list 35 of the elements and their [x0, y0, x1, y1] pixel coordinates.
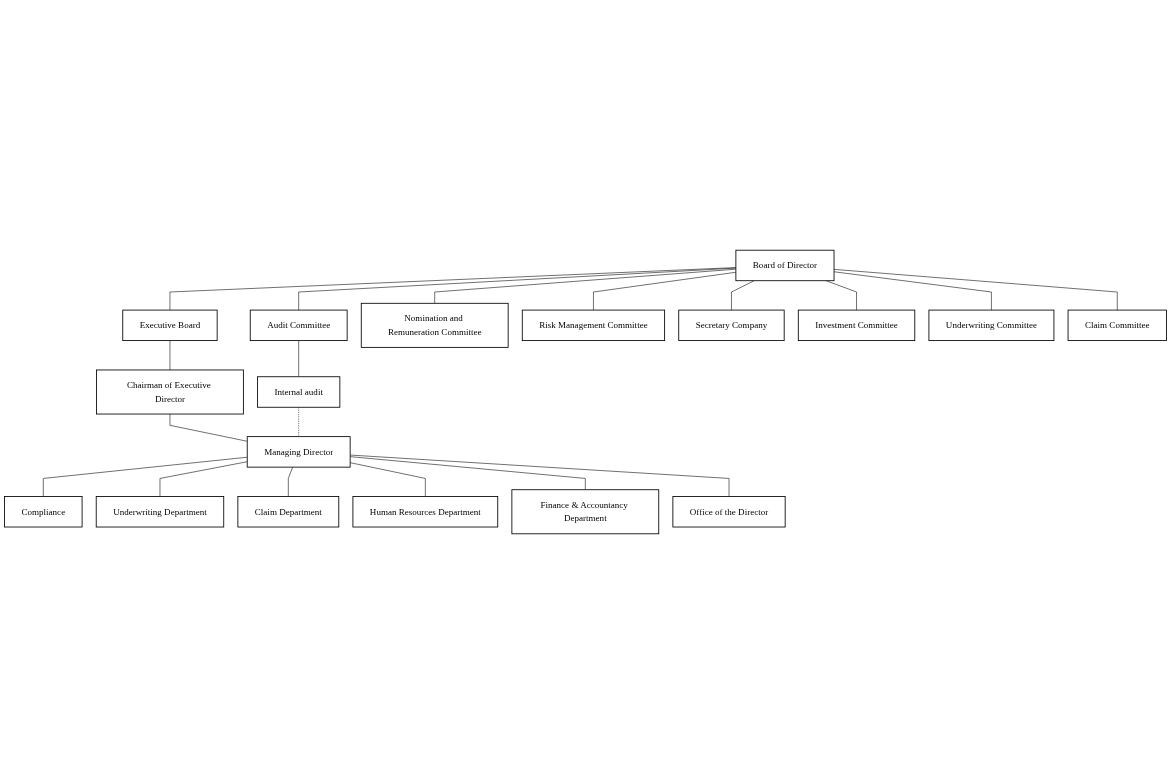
connector — [298, 267, 737, 311]
node-box: Chairman of Executive Director — [96, 369, 244, 415]
node-box: Nomination and Remuneration Committee — [360, 302, 509, 348]
node-box: Investment Committee — [797, 309, 916, 341]
connector — [43, 456, 248, 497]
connector — [833, 269, 1118, 311]
connector — [169, 413, 248, 442]
connector — [349, 454, 730, 497]
connector — [288, 466, 293, 497]
connector — [298, 406, 299, 437]
node-box: Underwriting Committee — [928, 309, 1055, 341]
node-box: Claim Department — [237, 496, 340, 528]
connector — [825, 280, 857, 311]
node-box: Finance & Accountancy Department — [511, 489, 660, 535]
connector — [593, 272, 737, 311]
node-box: Compliance — [4, 496, 83, 528]
node-box: Managing Director — [246, 436, 351, 468]
connector — [169, 340, 171, 371]
node-box: Internal audit — [257, 376, 341, 408]
connector — [349, 456, 586, 490]
connector — [298, 340, 299, 378]
connector — [349, 462, 426, 497]
node-box: Audit Committee — [249, 309, 348, 341]
node-box: Office of the Director — [672, 496, 786, 528]
connector — [159, 461, 248, 497]
node-box: Secretary Company — [678, 309, 785, 341]
connector — [434, 268, 737, 304]
connector — [833, 271, 992, 311]
node-box: Risk Management Committee — [521, 309, 666, 341]
node-box: Board of Director — [735, 249, 835, 282]
connector — [169, 267, 737, 311]
node-box: Executive Board — [122, 309, 218, 341]
node-box: Underwriting Department — [95, 496, 225, 528]
node-box: Claim Committee — [1067, 309, 1167, 341]
node-box: Human Resources Department — [352, 496, 499, 528]
